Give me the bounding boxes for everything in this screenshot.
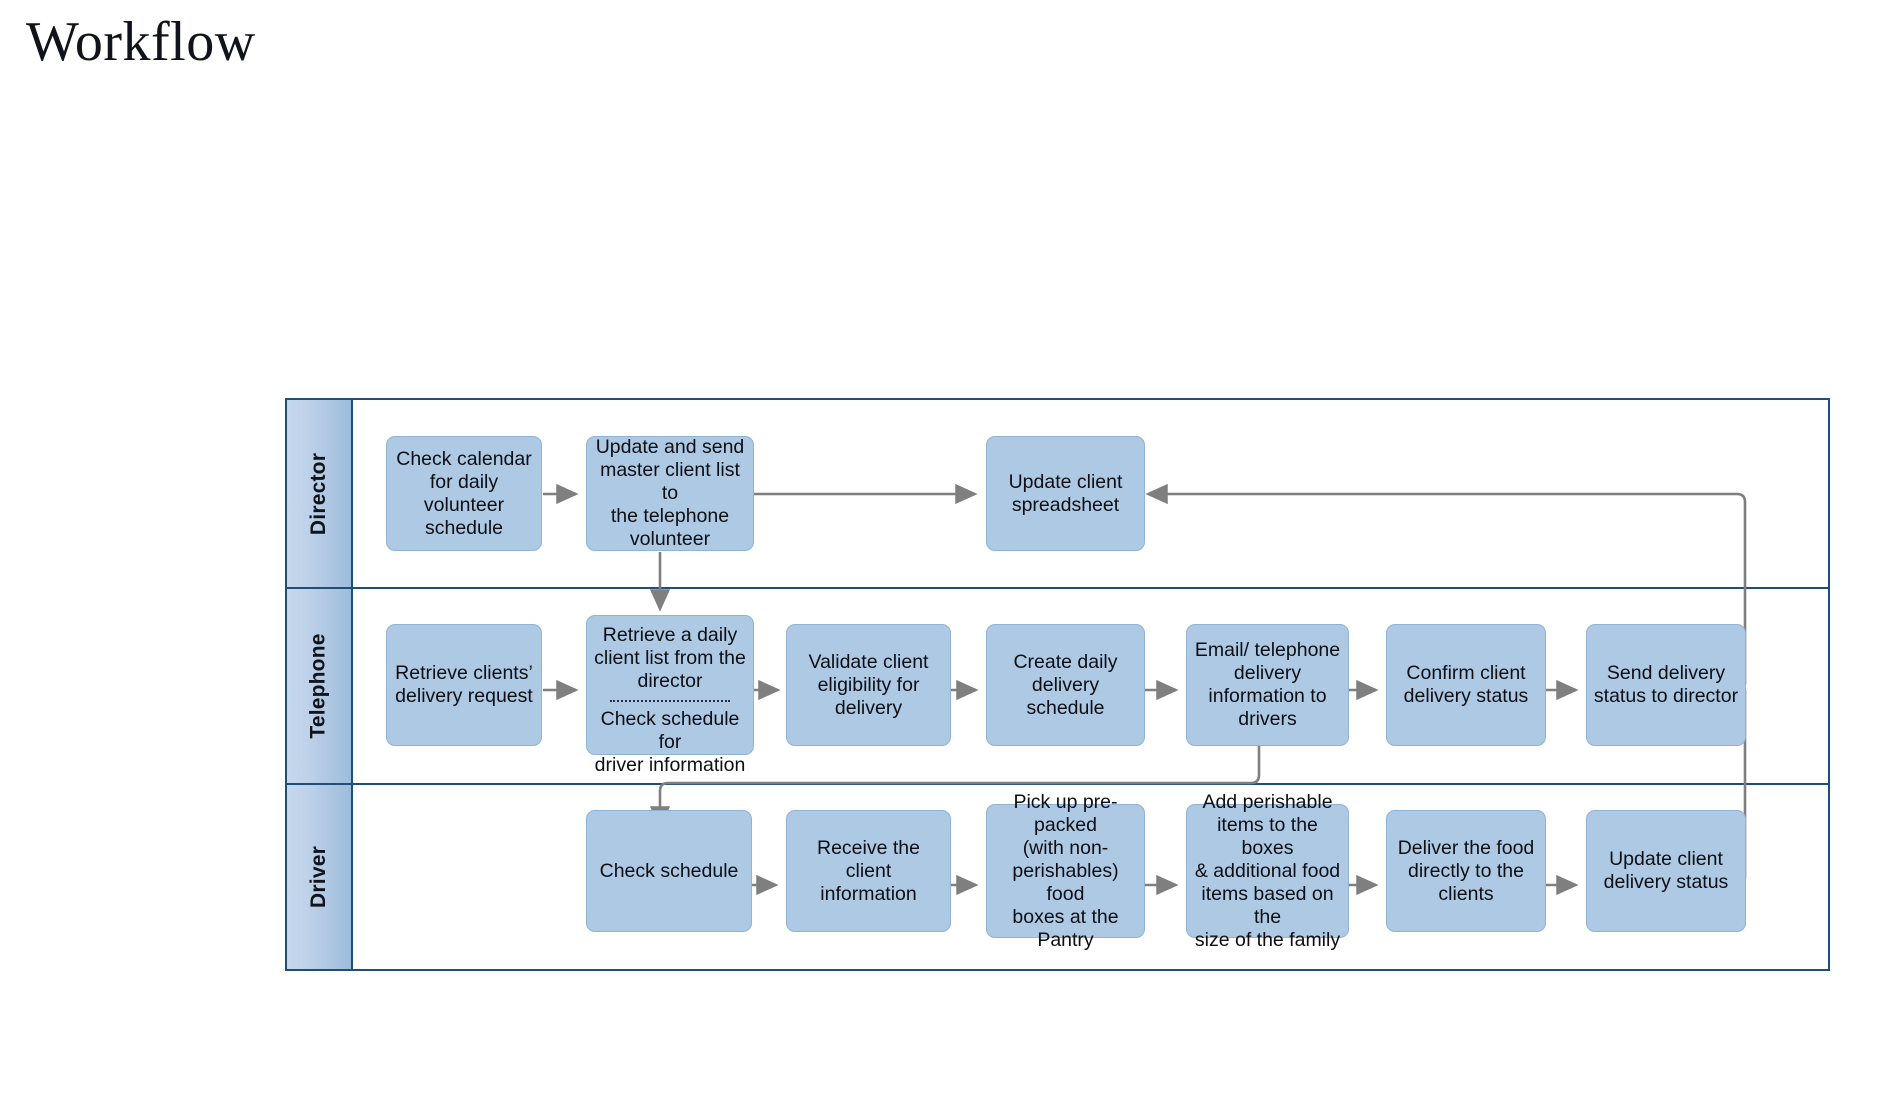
node-line: size of the family	[1194, 928, 1341, 951]
node-line: the telephone	[610, 505, 730, 527]
node-line: volunteer	[423, 493, 505, 516]
node-line: clients	[1438, 882, 1494, 905]
node-line: Pantry	[1037, 928, 1094, 951]
node-retrieve-clients-delivery-request[interactable]: Retrieve clients’ delivery request	[386, 624, 542, 746]
node-line: Deliver the food	[1397, 836, 1535, 859]
node-update-send-master-client-list[interactable]: Update and send master client list to th…	[586, 436, 754, 551]
node-pick-up-pre-packed-boxes[interactable]: Pick up pre-packed (with non- perishable…	[986, 791, 1145, 951]
node-line: Validate client	[808, 650, 929, 673]
node-add-perishable-items[interactable]: Add perishable items to the boxes & addi…	[1186, 791, 1349, 951]
node-line: spreadsheet	[1011, 493, 1120, 516]
node-line: perishables) food	[1012, 859, 1119, 905]
node-line: status to director	[1593, 685, 1739, 707]
lane-label-director: Director	[307, 452, 330, 535]
node-line: information to	[1208, 685, 1327, 707]
node-line: Add perishable	[1202, 790, 1333, 813]
swimlane-container: Director Check calendar for daily volunt…	[285, 398, 1830, 971]
node-line: delivery	[834, 696, 903, 719]
node-line: Email/ telephone	[1194, 639, 1341, 661]
node-line: eligibility for	[817, 673, 920, 696]
node-line: directly to the	[1408, 859, 1524, 882]
node-line: Update client	[1008, 470, 1123, 493]
node-line: boxes at the	[1012, 905, 1119, 928]
node-line: Create daily	[1013, 650, 1118, 673]
node-line: Update and send	[595, 436, 745, 458]
lane-header-driver: Driver	[287, 785, 353, 969]
swimlane-driver: Driver Check schedule Receive the client…	[287, 785, 1828, 969]
node-line: Send delivery	[1606, 662, 1726, 684]
lane-label-driver: Driver	[307, 846, 330, 908]
node-confirm-client-delivery-status[interactable]: Confirm client delivery status	[1386, 624, 1546, 746]
node-receive-client-information[interactable]: Receive the client information	[786, 810, 951, 932]
node-line: volunteer	[629, 528, 711, 550]
node-send-delivery-status-to-director[interactable]: Send delivery status to director	[1586, 624, 1746, 746]
node-line: delivery status	[1403, 685, 1529, 707]
node-line: driver information	[594, 754, 746, 776]
swimlane-telephone: Telephone Retrieve clients’ delivery req…	[287, 589, 1828, 785]
node-dotted-divider	[609, 700, 731, 702]
node-update-client-spreadsheet[interactable]: Update client spreadsheet	[986, 436, 1145, 551]
node-retrieve-daily-client-list[interactable]: Retrieve a daily client list from the di…	[586, 615, 754, 776]
lane-body-driver: Check schedule Receive the client inform…	[353, 785, 1828, 969]
node-line: delivery request	[395, 685, 533, 707]
node-check-calendar[interactable]: Check calendar for daily volunteer sched…	[386, 436, 542, 551]
lane-body-director: Check calendar for daily volunteer sched…	[353, 400, 1828, 587]
lane-header-telephone: Telephone	[287, 589, 353, 783]
node-line: items based on the	[1201, 882, 1334, 928]
node-line: delivery	[1233, 662, 1302, 684]
node-line: master client list to	[600, 459, 740, 504]
node-line: items to the boxes	[1217, 813, 1318, 859]
node-line: Check calendar	[396, 447, 532, 470]
node-line: information	[820, 882, 917, 905]
node-line: delivery schedule	[1026, 673, 1105, 719]
node-line: schedule	[424, 516, 504, 539]
lane-header-director: Director	[287, 400, 353, 587]
lane-label-telephone: Telephone	[307, 633, 331, 739]
node-line: & additional food	[1194, 859, 1341, 882]
node-line: Confirm client	[1406, 662, 1526, 684]
node-email-telephone-delivery-information[interactable]: Email/ telephone delivery information to…	[1186, 624, 1349, 746]
node-line: Check schedule for	[600, 708, 740, 753]
page-title: Workflow	[26, 11, 256, 73]
node-line: Check schedule	[599, 859, 739, 882]
node-line: client list from the	[594, 647, 746, 669]
node-line: (with non-	[1022, 836, 1109, 859]
node-line: Retrieve a daily	[602, 624, 738, 646]
node-line: delivery status	[1603, 871, 1729, 893]
node-line: Receive the client	[817, 836, 920, 882]
lane-body-telephone: Retrieve clients’ delivery request Retri…	[353, 589, 1828, 783]
node-line: drivers	[1238, 708, 1297, 730]
node-line: Update client	[1609, 848, 1723, 870]
node-line: director	[637, 670, 703, 692]
node-create-daily-delivery-schedule[interactable]: Create daily delivery schedule	[986, 624, 1145, 746]
node-validate-client-eligibility[interactable]: Validate client eligibility for delivery	[786, 624, 951, 746]
node-line: Retrieve clients’	[395, 662, 533, 684]
node-deliver-food-to-clients[interactable]: Deliver the food directly to the clients	[1386, 810, 1546, 932]
swimlane-director: Director Check calendar for daily volunt…	[287, 400, 1828, 589]
node-line: for daily	[429, 470, 499, 493]
node-line: Pick up pre-packed	[1013, 790, 1118, 836]
node-check-schedule[interactable]: Check schedule	[586, 810, 752, 932]
node-update-client-delivery-status[interactable]: Update client delivery status	[1586, 810, 1746, 932]
